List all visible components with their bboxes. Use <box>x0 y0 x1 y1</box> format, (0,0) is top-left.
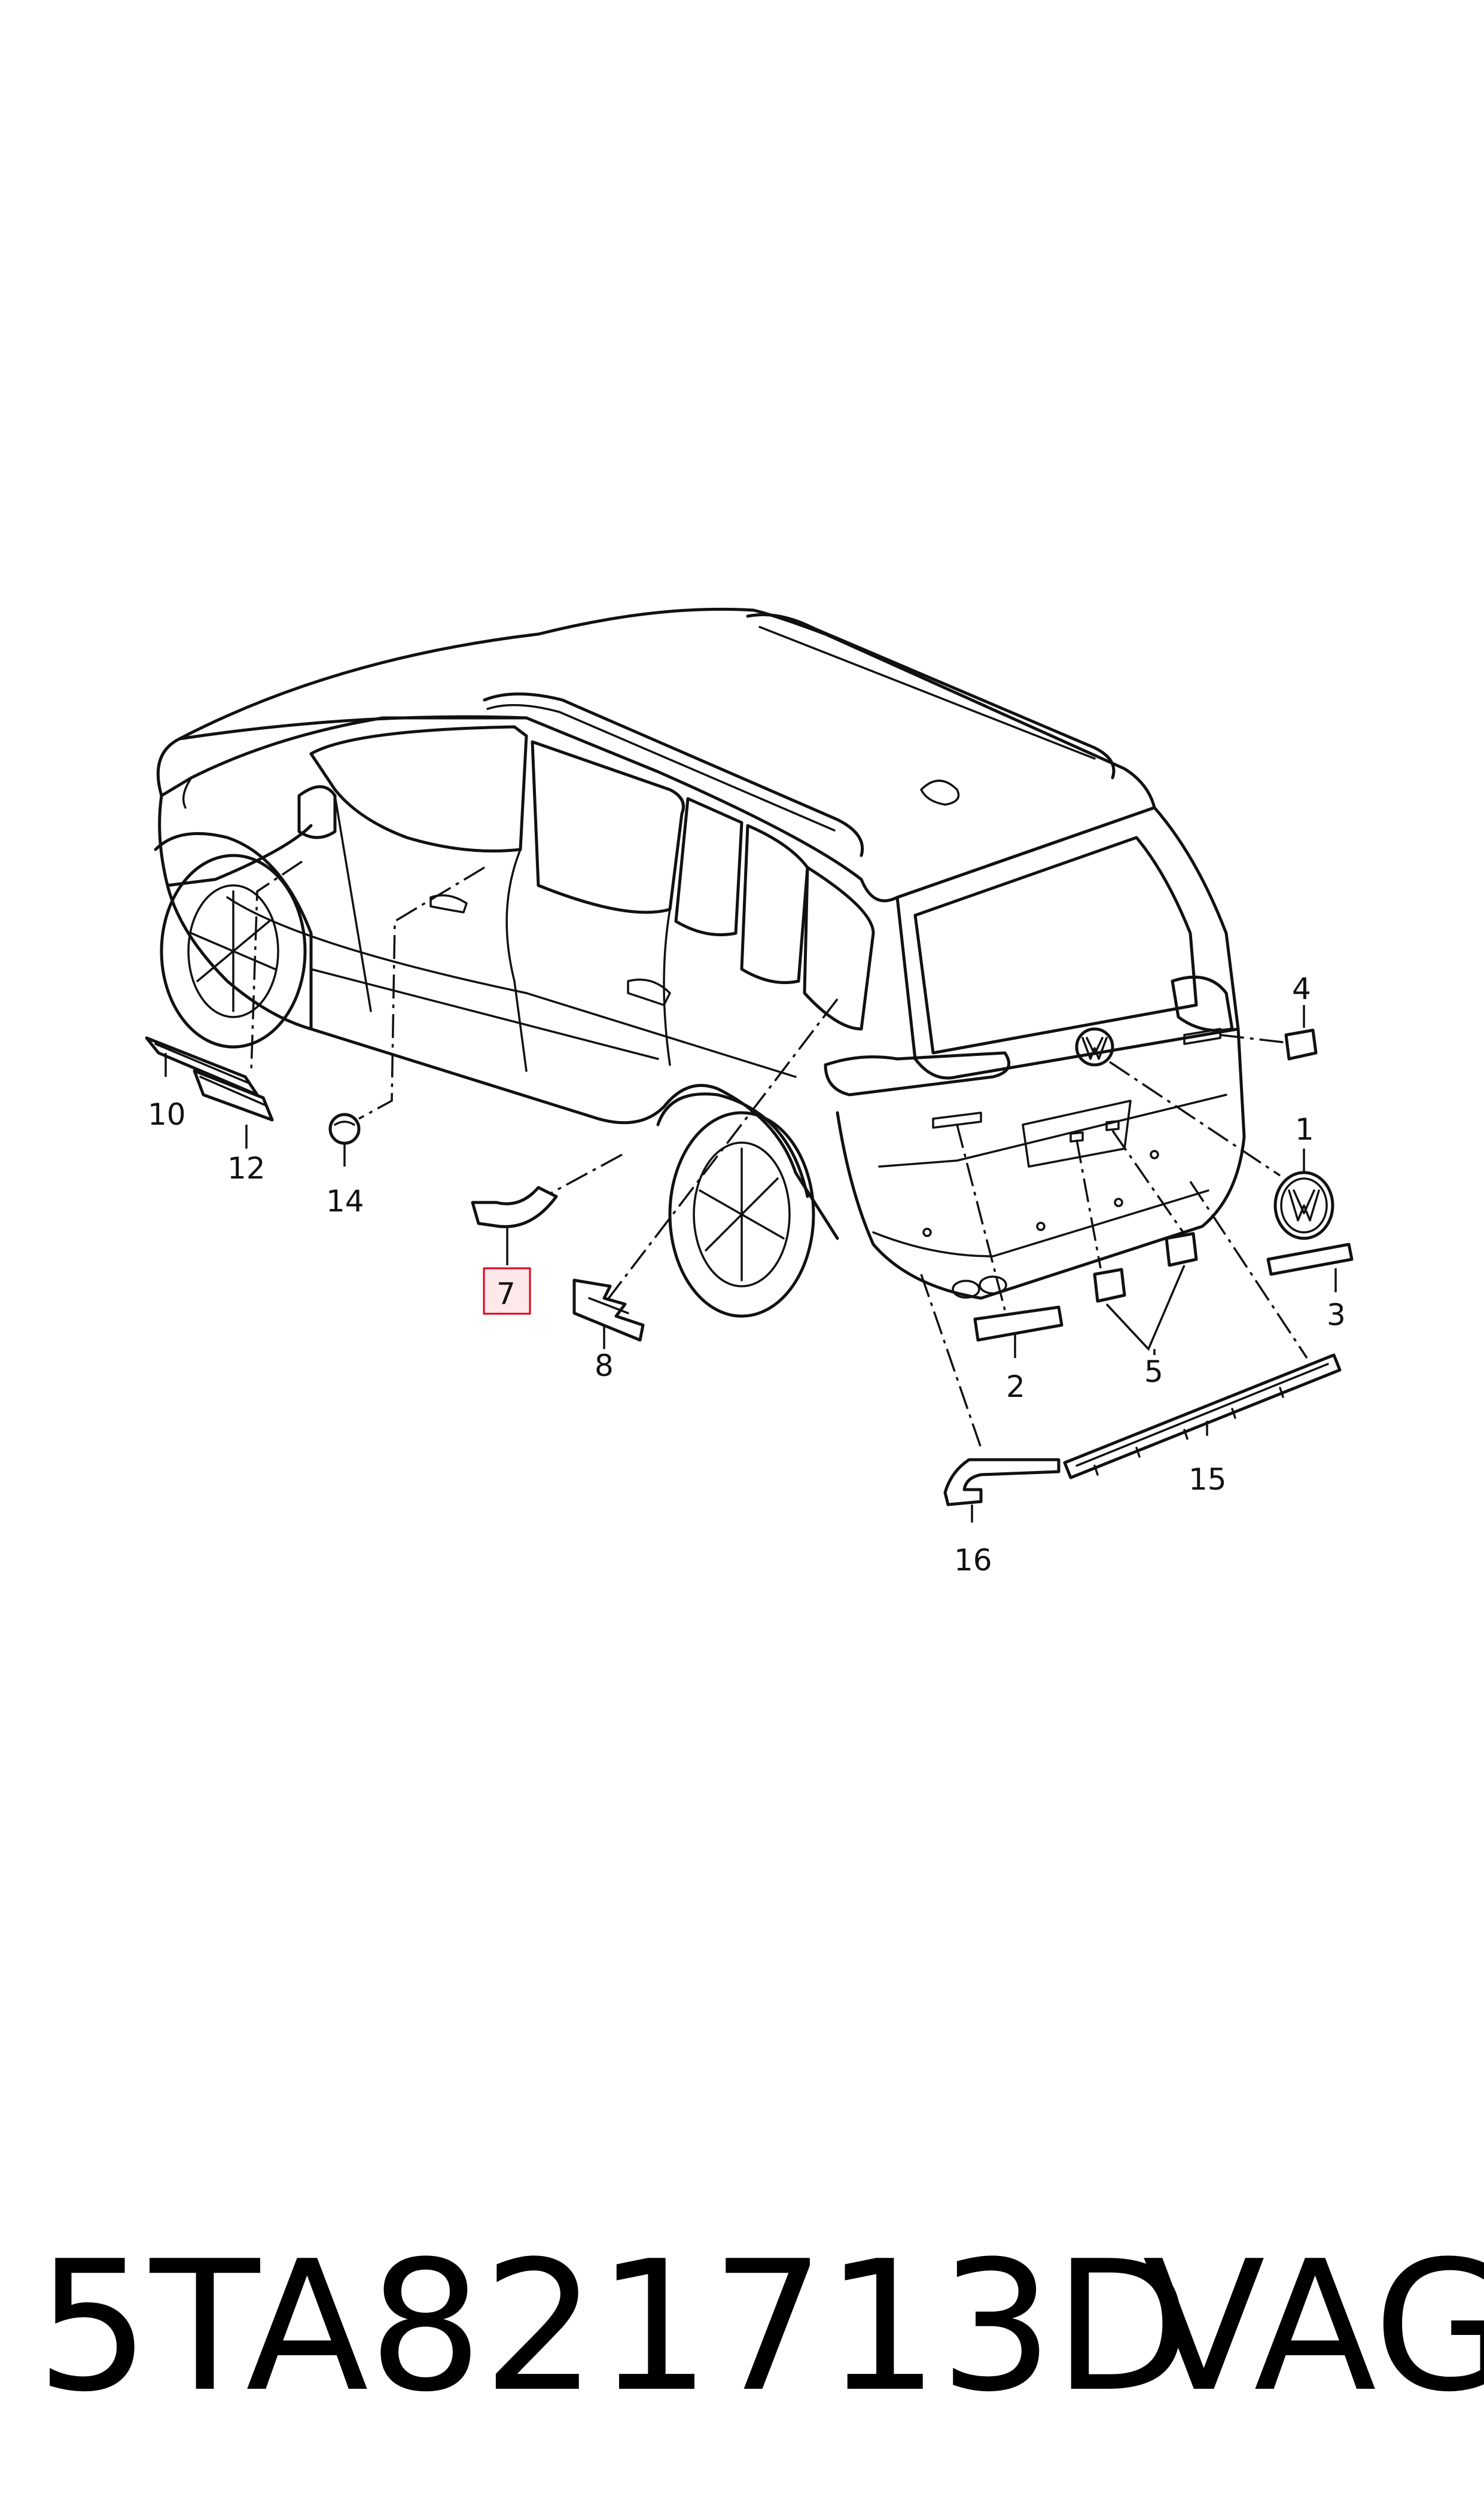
callout-7-highlight <box>483 1267 531 1315</box>
part-1-vw-emblem[interactable] <box>1273 1171 1334 1240</box>
part-8-bracket[interactable] <box>572 1278 645 1342</box>
rear-emblem-on-vehicle <box>1075 1027 1114 1067</box>
callout-4: 4 <box>1292 972 1311 1006</box>
leader-lines <box>250 860 1308 1448</box>
callout-14: 14 <box>326 1184 364 1219</box>
callout-7: 7 <box>496 1277 516 1311</box>
part-2-strip[interactable] <box>973 1305 1064 1342</box>
part-3-strip[interactable] <box>1266 1243 1354 1276</box>
part-7-molding[interactable] <box>471 1186 558 1228</box>
part-caption: 5TA821713D VAG <box>36 2222 1484 2431</box>
callout-16: 16 <box>954 1543 992 1578</box>
callout-5: 5 <box>1144 1354 1163 1389</box>
callout-labels: 10 12 14 7 8 4 1 3 2 5 15 16 <box>148 972 1346 1578</box>
part-14-cap[interactable] <box>328 1113 361 1145</box>
part-15-bumper-strip[interactable] <box>1063 1353 1342 1479</box>
brand-label: VAG <box>1142 2222 1484 2431</box>
part-number: 5TA821713D <box>36 2222 1192 2431</box>
part-5-badge-right[interactable] <box>1165 1232 1198 1267</box>
part-4-badge[interactable] <box>1284 1028 1318 1061</box>
vehicle-illustration <box>154 607 1246 1318</box>
callout-8: 8 <box>595 1348 614 1383</box>
part-5-badge-left[interactable] <box>1093 1268 1126 1303</box>
part-12-trim-strip[interactable] <box>193 1069 274 1122</box>
part-16-reflector-trim[interactable] <box>943 1458 1061 1506</box>
callout-2: 2 <box>1006 1369 1025 1404</box>
callout-15: 15 <box>1189 1462 1227 1497</box>
callout-10: 10 <box>148 1097 186 1132</box>
callout-12: 12 <box>227 1151 266 1186</box>
part-5-bracket-lines <box>1105 1265 1186 1351</box>
callout-1: 1 <box>1295 1112 1314 1147</box>
callout-3: 3 <box>1327 1298 1346 1332</box>
